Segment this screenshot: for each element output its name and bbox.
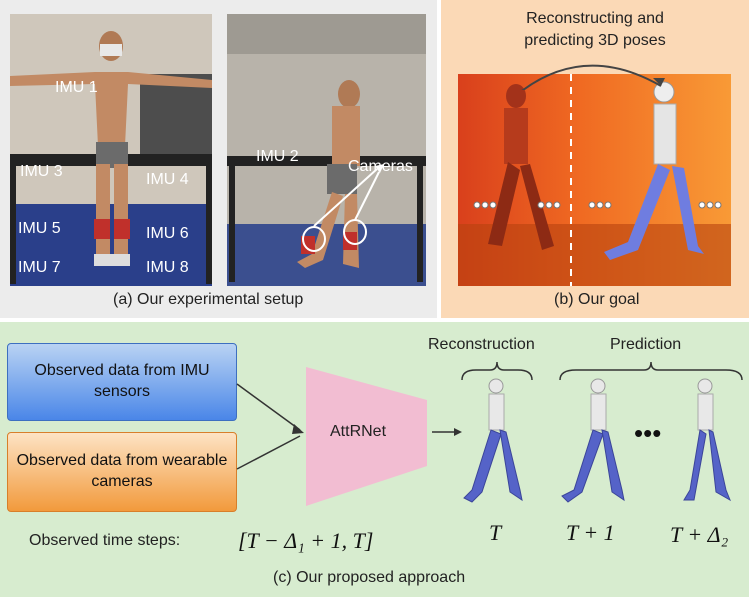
imu-2-label: IMU 2 — [256, 148, 299, 165]
skeleton-prediction-1 — [561, 378, 625, 503]
photo-front-view — [10, 14, 212, 286]
person-side-illustration — [227, 14, 426, 286]
panel-experimental-setup: IMU 1 IMU 2 IMU 3 IMU 4 IMU 5 IMU 6 IMU … — [0, 0, 437, 318]
observed-time-steps-label: Observed time steps: — [29, 532, 181, 549]
panel-proposed-approach: Observed data from IMU sensors Observed … — [0, 322, 749, 597]
imu-1-label: IMU 1 — [55, 79, 98, 96]
caption-a: (a) Our experimental setup — [113, 291, 304, 308]
person-front-illustration — [10, 14, 212, 286]
goal-title: Reconstructing and predicting 3D poses — [441, 8, 749, 53]
goal-curved-arrow — [521, 64, 665, 90]
camera-data-box: Observed data from wearable cameras — [7, 432, 237, 512]
imu-6-label: IMU 6 — [146, 225, 189, 242]
photo-side-view — [227, 14, 426, 286]
observed-time-range: [T − Δ₁ + 1, T] — [238, 528, 374, 553]
caption-b: (b) Our goal — [554, 291, 640, 308]
imu-3-label: IMU 3 — [20, 163, 63, 180]
skeleton-prediction-2 — [683, 378, 731, 502]
goal-title-line-2: predicting 3D poses — [524, 32, 666, 50]
approach-connectors — [236, 361, 743, 506]
reconstruction-label: Reconstruction — [428, 336, 535, 353]
goal-image — [458, 74, 731, 286]
caption-c: (c) Our proposed approach — [273, 569, 466, 586]
imu-4-label: IMU 4 — [146, 171, 189, 188]
goal-title-line-1: Reconstructing and — [526, 10, 664, 27]
skeleton-reconstruction — [463, 378, 523, 503]
cameras-label: Cameras — [348, 158, 413, 175]
ellipsis-dots: ••• — [634, 418, 662, 448]
time-label-t-plus-delta2: T + Δ₂ — [670, 522, 729, 547]
imu-8-label: IMU 8 — [146, 259, 189, 276]
time-label-t-plus-1: T + 1 — [566, 520, 615, 545]
goal-illustration — [458, 74, 731, 286]
prediction-label: Prediction — [610, 336, 682, 353]
time-label-t: T — [489, 520, 502, 545]
attrnet-block — [306, 367, 427, 506]
attrnet-label: AttRNet — [330, 423, 387, 440]
imu-data-box: Observed data from IMU sensors — [7, 343, 237, 421]
panel-goal: Reconstructing and predicting 3D poses — [441, 0, 749, 318]
imu-7-label: IMU 7 — [18, 259, 61, 276]
imu-5-label: IMU 5 — [18, 220, 61, 237]
